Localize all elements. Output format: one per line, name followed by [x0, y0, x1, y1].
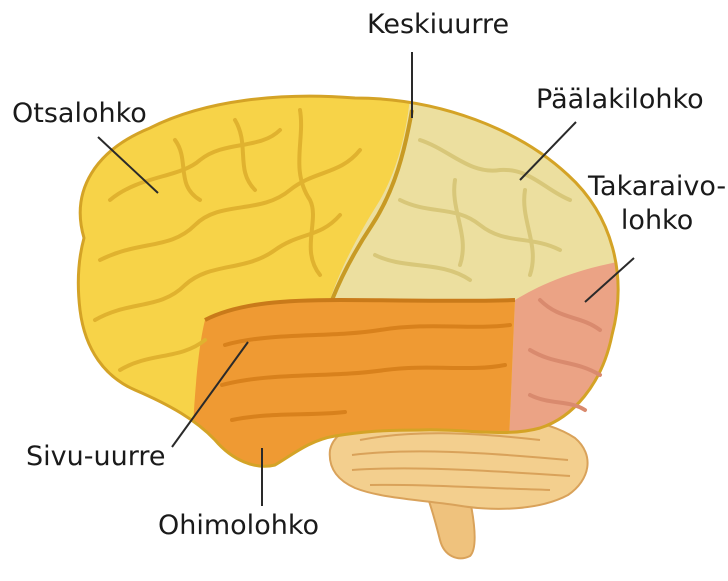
label-otsalohko: Otsalohko	[12, 100, 147, 127]
label-paalakilohko: Päälakilohko	[536, 86, 704, 113]
label-takaraivolohko-line2: lohko	[588, 204, 726, 238]
label-takaraivolohko-line1: Takaraivo-	[588, 170, 726, 204]
label-ohimolohko: Ohimolohko	[158, 512, 319, 539]
label-takaraivolohko: Takaraivo- lohko	[588, 170, 726, 238]
label-keskiuurre: Keskiuurre	[367, 11, 509, 38]
label-sivuuurre: Sivu-uurre	[26, 443, 165, 470]
